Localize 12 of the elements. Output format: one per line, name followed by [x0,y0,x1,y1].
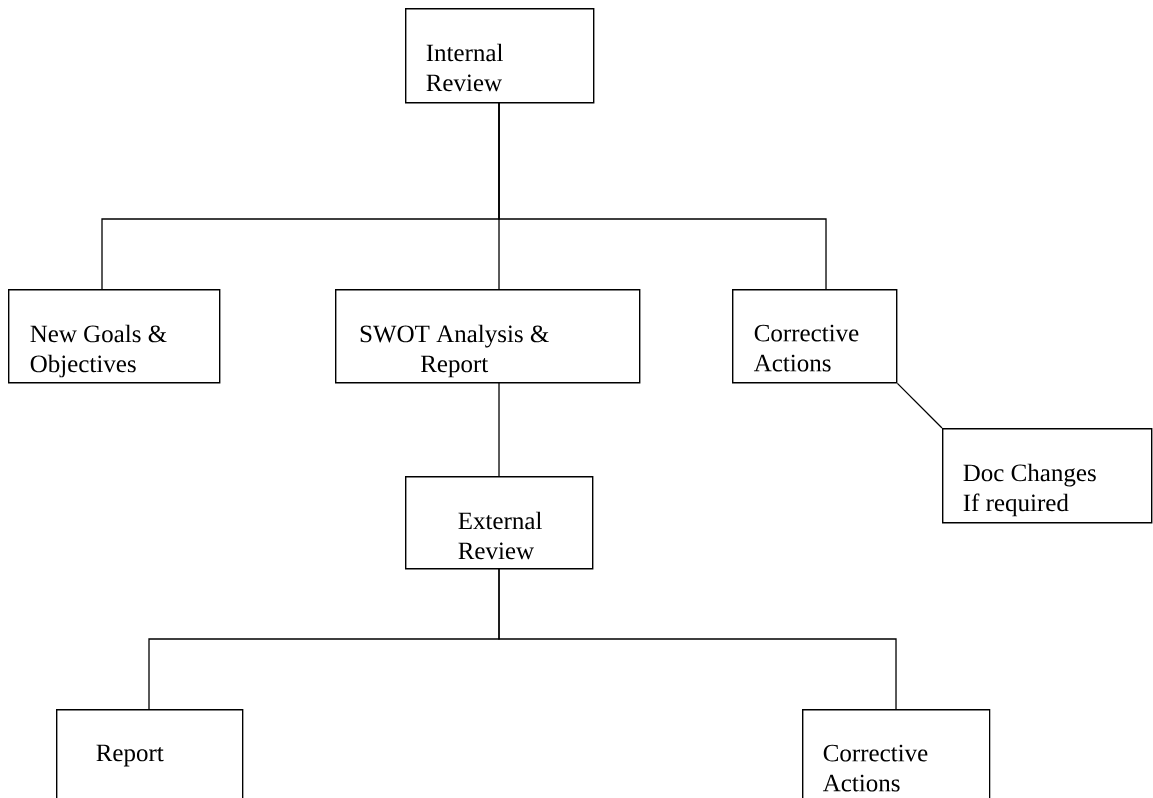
process-box: Report [56,709,244,798]
connector-line [896,382,943,429]
process-box: Corrective Actions [802,709,991,798]
process-box: Doc Changes If required [942,428,1153,524]
connector-line [498,101,827,290]
process-box: Internal Review [405,8,595,104]
connector-line [498,381,500,477]
process-box: SWOT Analysis & Report [335,289,641,384]
process-box: External Review [405,476,594,570]
process-box: New Goals & Objectives [8,289,221,384]
connector-line [498,567,897,710]
process-box: Corrective Actions [732,289,898,384]
